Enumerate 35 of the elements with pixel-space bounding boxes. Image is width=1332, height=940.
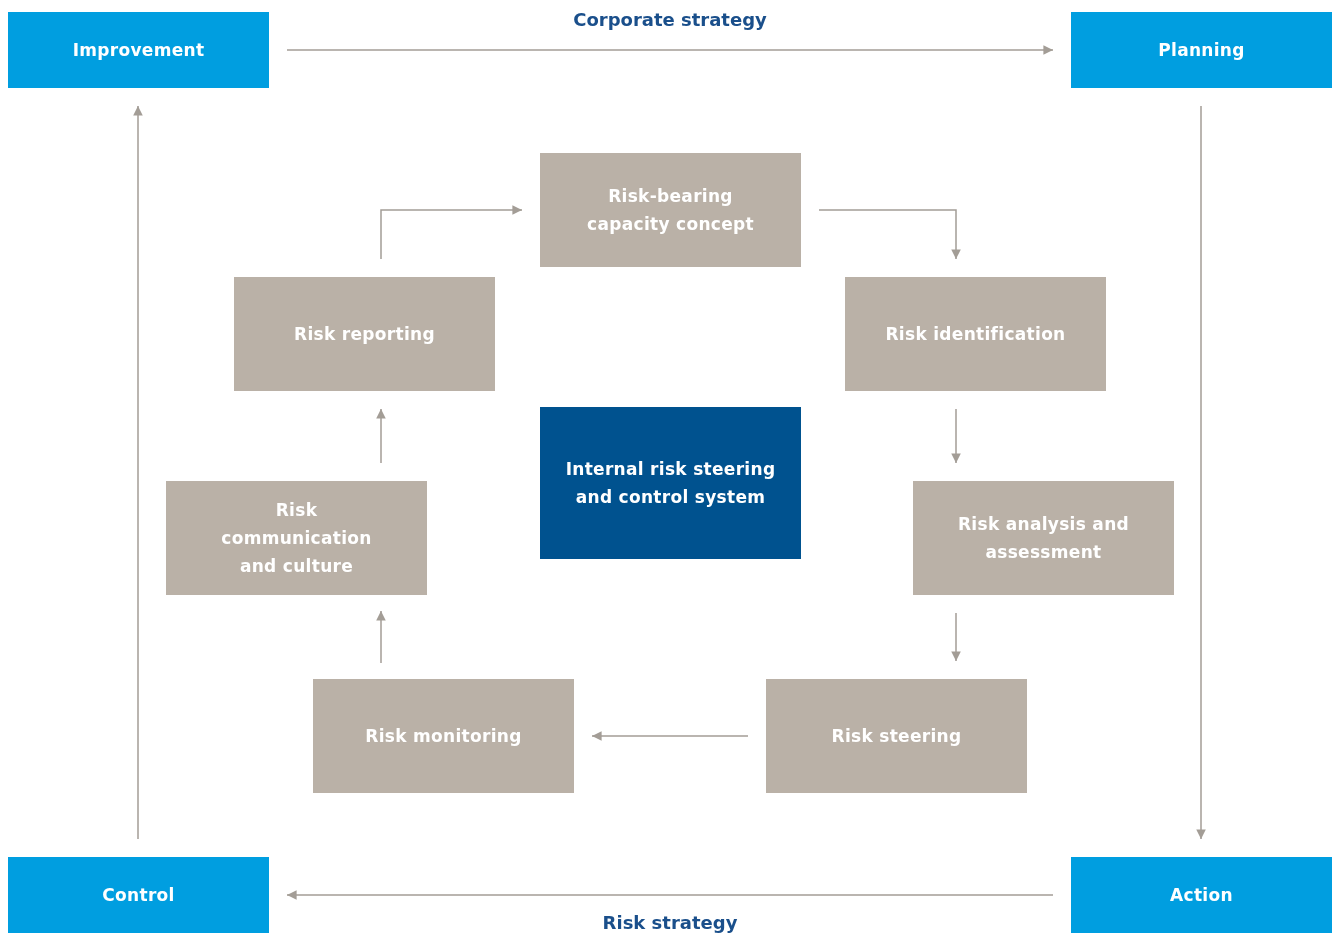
node-label: Risk monitoring (365, 725, 522, 748)
process-box (234, 277, 495, 391)
process-box (766, 679, 1027, 793)
phase-box (1071, 12, 1332, 88)
arrow (818, 209, 961, 260)
node-label: Control (102, 884, 175, 907)
node-label: Risk analysis and assessment (956, 513, 1130, 564)
arrow (1196, 105, 1206, 840)
arrow (591, 731, 749, 741)
phase-box (8, 12, 269, 88)
phase-box (8, 857, 269, 933)
node-label: Risk identification (885, 323, 1066, 346)
node-label: Internal risk steering and control system (564, 458, 777, 509)
arrow (376, 408, 386, 464)
process-box (313, 679, 574, 793)
arrow (951, 612, 961, 662)
arrow (951, 408, 961, 464)
center-box (540, 407, 801, 559)
node-label: Risk-bearing capacity concept (586, 185, 755, 236)
node-label: Risk communication and culture (220, 499, 373, 578)
process-box (845, 277, 1106, 391)
arrow (286, 45, 1054, 55)
node-label: Improvement (72, 39, 205, 62)
node-label: Planning (1158, 39, 1245, 62)
node-label: Action (1170, 884, 1233, 907)
arrow (286, 890, 1054, 900)
arrow (376, 610, 386, 664)
process-box (540, 153, 801, 267)
node-label: Risk reporting (294, 323, 435, 346)
phase-box (1071, 857, 1332, 933)
process-box (166, 481, 427, 595)
node-label: Risk steering (831, 725, 962, 748)
process-box (913, 481, 1174, 595)
arrow (380, 205, 523, 260)
arrow (133, 105, 143, 840)
